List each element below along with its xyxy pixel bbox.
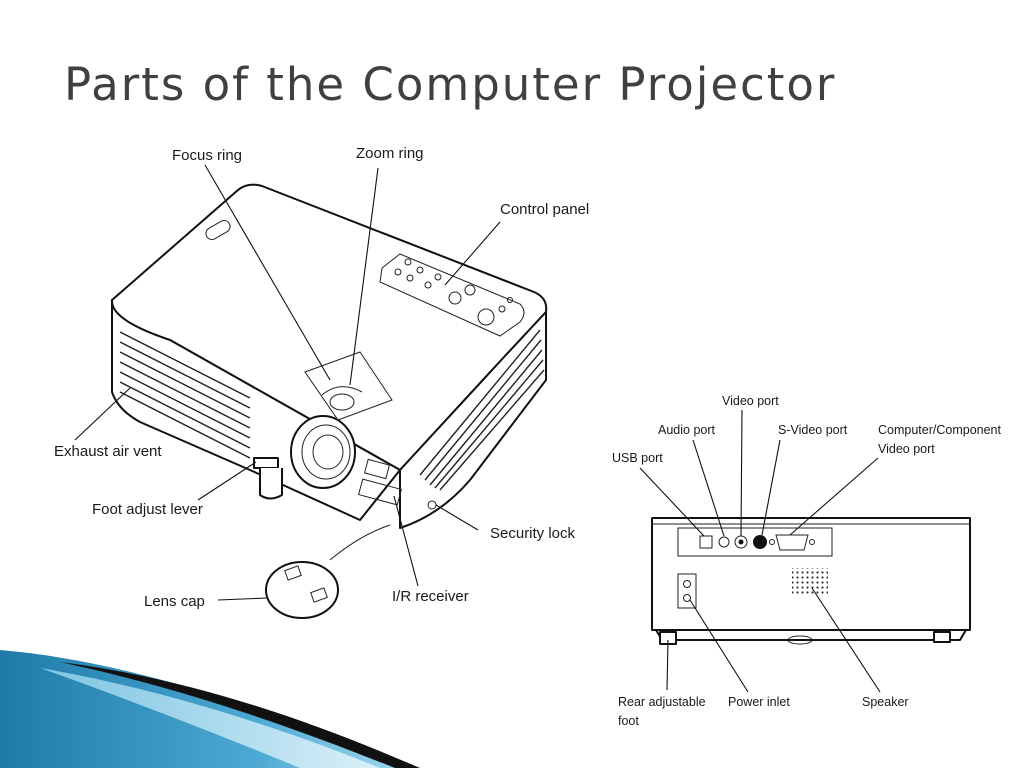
focus-ring-leader [204,164,331,381]
corner-swoosh [0,650,420,768]
zoom-ring-leader [349,167,379,386]
ir-receiver-leader [393,495,419,587]
power-inlet-leader [689,599,749,693]
audio-port-shape [718,536,730,548]
rear-foot-leader [666,639,669,691]
label-lens-cap: Lens cap [144,593,205,610]
label-usb-port: USB port [612,451,663,465]
control-panel-buttons [394,258,513,326]
s-video-port-leader [761,439,781,536]
audio-port-leader [692,439,725,537]
speaker-grill [792,568,828,596]
rear-leader-lines [639,409,881,693]
security-lock-leader [435,504,479,531]
label-rear-adjustable-1: Rear adjustable [618,695,706,709]
rear-view-projector [651,517,971,645]
foot-lever-leader [197,461,257,501]
rear-ports [699,534,815,551]
lens-cap-leader [217,597,268,601]
label-foot-adjust-lever: Foot adjust lever [92,501,203,518]
front-labels: Focus ring Zoom ring Control panel Exhau… [54,145,589,610]
label-s-video-port: S-Video port [778,423,848,437]
front-leader-lines [74,164,501,601]
power-inlet-shape [677,573,697,609]
lens-cap [265,524,391,619]
usb-port-shape [699,535,713,549]
label-zoom-ring: Zoom ring [356,145,424,162]
computer-port-shape [775,534,809,551]
label-computer-component-1: Computer/Component [878,423,1002,437]
rear-labels: Video port Audio port S-Video port Compu… [612,394,1002,728]
right-vent-louvers [419,329,545,491]
label-rear-adjustable-2: foot [618,714,639,728]
control-panel-leader [444,221,501,286]
label-exhaust-air-vent: Exhaust air vent [54,443,162,460]
s-video-port-shape [753,535,767,549]
label-security-lock: Security lock [490,525,576,542]
label-video-port: Video port [722,394,779,408]
computer-port-leader [789,457,879,536]
lens [290,415,356,489]
front-foot [253,457,283,500]
left-vent-louvers [119,331,251,459]
usb-port-leader [639,467,705,537]
speaker-leader [811,587,881,693]
label-computer-component-2: Video port [878,442,935,456]
label-power-inlet: Power inlet [728,695,790,709]
exhaust-vent-leader [74,387,131,441]
front-view-projector [110,183,548,619]
label-audio-port: Audio port [658,423,716,437]
video-port-leader [740,409,743,537]
label-speaker: Speaker [862,695,909,709]
label-control-panel: Control panel [500,201,589,218]
label-focus-ring: Focus ring [172,147,242,164]
label-ir-receiver: I/R receiver [392,588,469,605]
slide-title: Parts of the Computer Projector [64,58,837,111]
